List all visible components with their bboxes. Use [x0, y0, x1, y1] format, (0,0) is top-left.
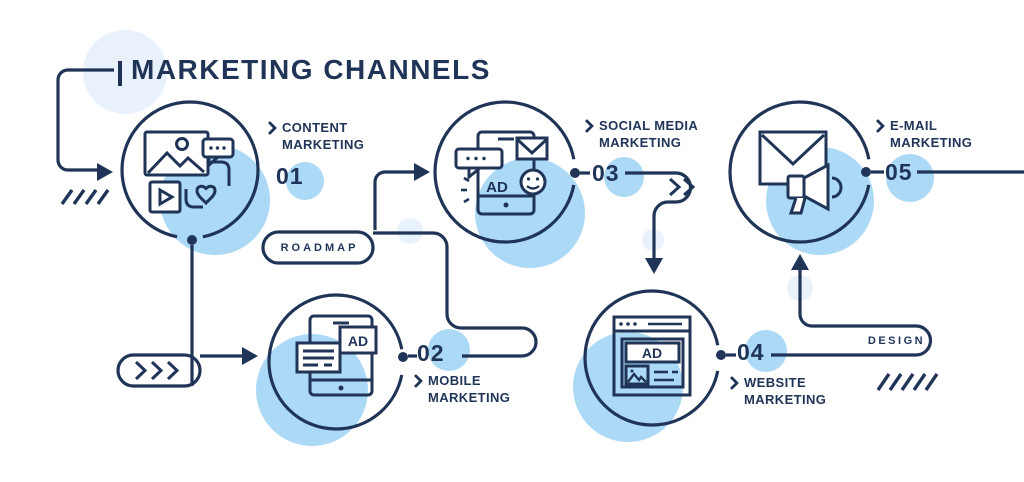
- social-media-marketing-icon: AD: [454, 130, 549, 216]
- step-label-line: MARKETING: [744, 391, 827, 407]
- arrow-up-icon: [791, 254, 809, 270]
- step-label-line: WEBSITE: [744, 375, 807, 390]
- step-circle-website-marketing: [583, 289, 721, 427]
- roadmap-path: [261, 163, 538, 358]
- content-marketing-icon: [143, 130, 235, 214]
- triple-chevron-icon: [134, 360, 180, 381]
- design-pill-label: DESIGN: [867, 335, 926, 347]
- play-button-icon: [148, 180, 182, 214]
- step-label-website-marketing: WEBSITE MARKETING: [724, 375, 827, 408]
- step-number: 02: [417, 340, 445, 366]
- step-label-line: MARKETING: [428, 389, 511, 405]
- step-label-line: MARKETING: [890, 134, 973, 150]
- chevron-right-icon: [870, 118, 886, 134]
- step-label-line: MARKETING: [282, 136, 365, 152]
- heart-icon: [195, 184, 217, 206]
- arrow-down-icon: [645, 258, 663, 274]
- step-circle-mobile-marketing: [267, 293, 405, 431]
- roadmap-pill-label: ROADMAP: [280, 241, 359, 254]
- title-connector-line: [56, 61, 122, 181]
- arrow-right-icon: [242, 347, 258, 365]
- step-number: 05: [885, 159, 913, 185]
- thumbnail-icon: [624, 364, 650, 386]
- step-label-line: SOCIAL MEDIA: [599, 118, 699, 133]
- ad-card-icon: [338, 325, 378, 355]
- step-circle-e-mail-marketing: [728, 100, 872, 244]
- design-path: [771, 254, 933, 357]
- step-label-line: MARKETING: [599, 134, 682, 150]
- step-number: 03: [592, 160, 620, 186]
- website-marketing-icon: AD: [612, 315, 692, 397]
- chevron-right-icon: [724, 375, 740, 391]
- e-mail-marketing-icon: [758, 130, 843, 215]
- svg-text:AD: AD: [486, 179, 508, 196]
- speech-bubble-icon: [454, 147, 504, 170]
- chevron-right-icon: [579, 118, 595, 134]
- roadmap-pill: [261, 230, 375, 265]
- step-circle-social-media-marketing: [433, 100, 577, 244]
- envelope-icon: [515, 136, 549, 161]
- triple-chevron-pill: [116, 353, 202, 388]
- megaphone-icon: [786, 162, 843, 215]
- connector-dots: [187, 167, 871, 362]
- step-label-line: E-MAIL: [890, 118, 938, 133]
- double-chevron-icon: [669, 177, 696, 197]
- spark-icon: [461, 176, 470, 204]
- step-label-e-mail-marketing: E-MAIL MARKETING: [870, 118, 973, 151]
- svg-text:AD: AD: [348, 333, 368, 349]
- chevron-right-icon: [408, 373, 424, 389]
- step-label-social-media-marketing: SOCIAL MEDIA MARKETING: [579, 118, 699, 151]
- arrow-right-icon: [97, 163, 113, 181]
- step-label-mobile-marketing: MOBILE MARKETING: [408, 373, 511, 406]
- path-step1-to-step2: [190, 245, 258, 386]
- slashes-icon: [876, 373, 939, 391]
- mobile-marketing-icon: AD: [295, 314, 378, 397]
- page-title: MARKETING CHANNELS: [131, 54, 491, 85]
- chevron-right-icon: [262, 120, 278, 136]
- step-circle-content-marketing: [120, 100, 260, 240]
- path-step3-to-step4: [625, 171, 696, 274]
- path-dot-links: [408, 171, 736, 358]
- step-label-line: MOBILE: [428, 373, 481, 388]
- step-number: 04: [737, 339, 765, 365]
- arrow-right-icon: [414, 163, 430, 181]
- step-label-content-marketing: CONTENT MARKETING: [262, 120, 365, 153]
- step-label-line: CONTENT: [282, 120, 348, 135]
- slashes-icon: [60, 189, 110, 205]
- svg-text:AD: AD: [642, 345, 662, 361]
- ad-banner-icon: [624, 341, 681, 364]
- step-number: 01: [276, 163, 304, 189]
- smiley-icon: [519, 168, 547, 196]
